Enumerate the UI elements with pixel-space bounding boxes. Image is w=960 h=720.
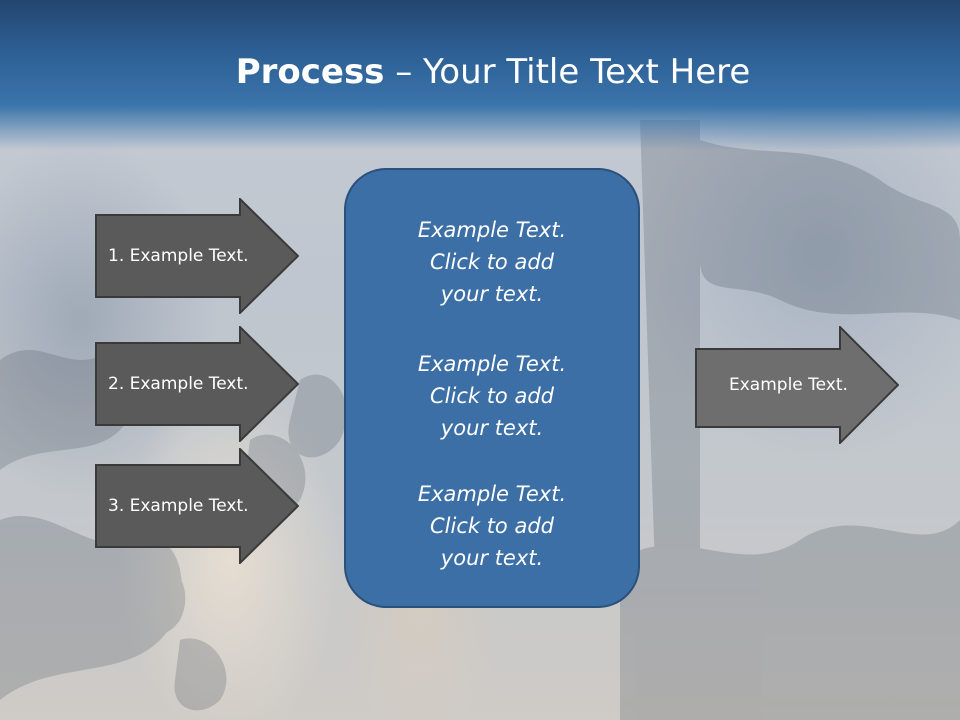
right-arrow-label: Example Text.	[729, 375, 848, 395]
center-text-box[interactable]: Example Text. Click to add your text. Ex…	[344, 168, 640, 608]
center-block-3-line1: Example Text.	[417, 482, 567, 506]
left-arrow-2[interactable]: 2. Example Text.	[95, 326, 299, 442]
center-block-3-line2: Click to add	[429, 514, 554, 538]
center-block-2: Example Text. Click to add your text.	[346, 348, 638, 444]
center-block-2-line2: Click to add	[429, 384, 554, 408]
arrow-right-icon	[95, 448, 299, 564]
left-arrow-3-label: 3. Example Text.	[108, 496, 249, 516]
center-block-2-line3: your text.	[440, 416, 544, 440]
slide-title[interactable]: Process – Your Title Text Here	[0, 52, 960, 92]
arrow-right-icon	[95, 326, 299, 442]
arrow-right-icon	[95, 198, 299, 314]
left-arrow-3[interactable]: 3. Example Text.	[95, 448, 299, 564]
center-block-1-line2: Click to add	[429, 250, 554, 274]
right-arrow[interactable]: Example Text.	[695, 326, 899, 444]
title-bar	[0, 0, 960, 150]
arrow-right-icon	[695, 326, 899, 444]
center-block-1: Example Text. Click to add your text.	[346, 214, 638, 310]
center-block-3: Example Text. Click to add your text.	[346, 478, 638, 574]
left-arrow-2-label: 2. Example Text.	[108, 374, 249, 394]
title-rest: – Your Title Text Here	[384, 52, 751, 92]
title-strong: Process	[235, 52, 385, 92]
center-block-1-line3: your text.	[440, 282, 544, 306]
left-arrow-1[interactable]: 1. Example Text.	[95, 198, 299, 314]
left-arrow-1-label: 1. Example Text.	[108, 246, 249, 266]
center-block-2-line1: Example Text.	[417, 352, 567, 376]
center-block-3-line3: your text.	[440, 546, 544, 570]
center-block-1-line1: Example Text.	[417, 218, 567, 242]
